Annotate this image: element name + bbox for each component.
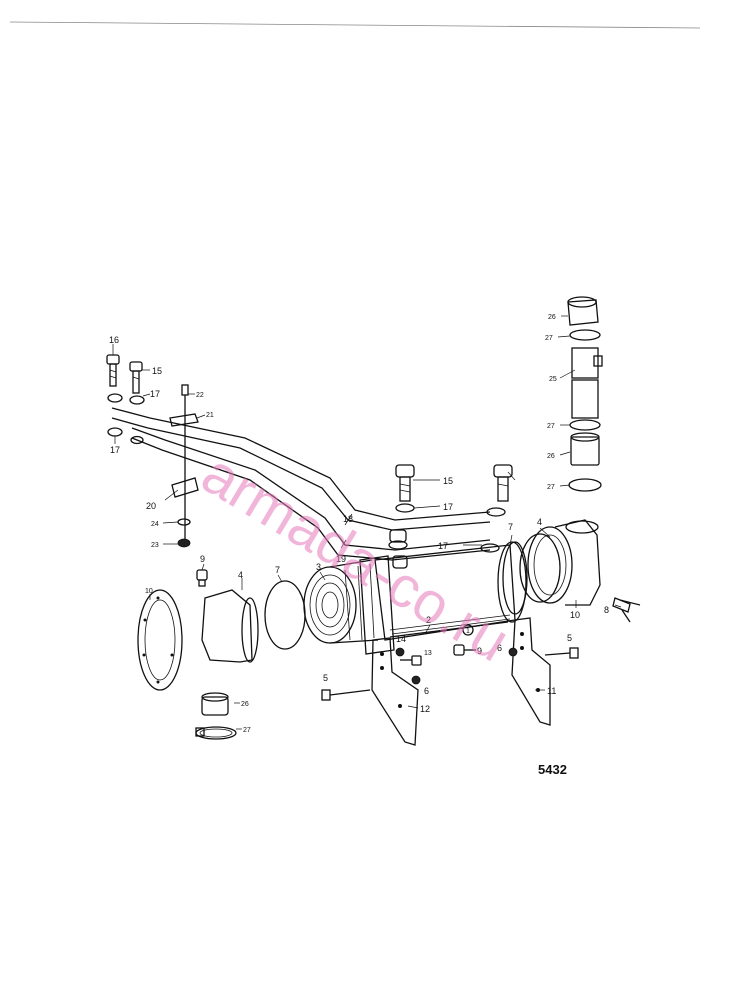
figure-number: 5432 bbox=[538, 762, 567, 777]
o-ring-7-right bbox=[502, 541, 528, 615]
label-3: 3 bbox=[316, 562, 321, 572]
hose-26-middle bbox=[570, 432, 600, 466]
washer-17-b bbox=[107, 427, 123, 437]
hose-clamp-27-a bbox=[569, 329, 601, 341]
label-9-right: 9 bbox=[477, 646, 482, 656]
elbow-4-right bbox=[527, 519, 601, 606]
hose-clamp-27-b bbox=[569, 419, 601, 431]
banjo-bolt-15-center-b bbox=[493, 464, 513, 502]
banjo-bolt-16 bbox=[106, 354, 120, 387]
banjo-bolt-15-center-a bbox=[395, 464, 415, 502]
washer-17-g bbox=[388, 540, 408, 550]
label-22: 22 bbox=[196, 392, 204, 399]
label-21: 21 bbox=[206, 412, 214, 419]
label-6-right: 6 bbox=[497, 643, 502, 653]
label-4-left: 4 bbox=[238, 570, 243, 580]
drain-plug-9-left bbox=[196, 569, 208, 587]
label-27-a: 27 bbox=[545, 335, 553, 342]
label-4-right: 4 bbox=[537, 517, 542, 527]
part-labels: 16 15 17 17 22 21 20 24 23 15 17 17 18 1… bbox=[109, 314, 609, 734]
label-2: 2 bbox=[426, 615, 431, 625]
label-27-b: 27 bbox=[547, 423, 555, 430]
hose-clamp-27-bottom bbox=[195, 726, 237, 740]
label-25: 25 bbox=[549, 376, 557, 383]
gasket-10-right bbox=[519, 533, 561, 603]
connector-pipe-25 bbox=[571, 347, 603, 419]
nut-6-right bbox=[508, 647, 518, 657]
label-26-bottom: 26 bbox=[241, 701, 249, 708]
label-17-a: 17 bbox=[150, 389, 160, 399]
label-11: 11 bbox=[547, 686, 556, 696]
drain-cock-8 bbox=[612, 597, 641, 623]
clamp-assembly bbox=[169, 384, 199, 548]
nut-6-left bbox=[411, 675, 421, 685]
label-16: 16 bbox=[109, 335, 119, 345]
label-18: 18 bbox=[343, 514, 353, 524]
support-bracket-12 bbox=[371, 637, 419, 746]
bolt-13 bbox=[400, 655, 422, 666]
label-27-c: 27 bbox=[547, 484, 555, 491]
label-15-left: 15 bbox=[152, 366, 162, 376]
label-23: 23 bbox=[151, 542, 159, 549]
label-1: 1 bbox=[466, 628, 470, 635]
banjo-bolt-15-left bbox=[129, 361, 143, 394]
label-5-right: 5 bbox=[567, 633, 572, 643]
label-27-bottom: 27 bbox=[243, 727, 251, 734]
label-9-left: 9 bbox=[200, 554, 205, 564]
nut-14 bbox=[395, 647, 405, 657]
label-17-b: 17 bbox=[110, 445, 120, 455]
label-7-left: 7 bbox=[275, 565, 280, 575]
washer-17-f bbox=[486, 507, 506, 517]
label-24: 24 bbox=[151, 521, 159, 528]
scan-top-edge bbox=[9, 21, 701, 29]
label-20: 20 bbox=[146, 501, 156, 511]
label-12: 12 bbox=[420, 704, 430, 714]
label-26-middle: 26 bbox=[547, 453, 555, 460]
label-8: 8 bbox=[604, 605, 609, 615]
label-10-left: 10 bbox=[145, 588, 153, 595]
washer-17-a bbox=[107, 393, 123, 403]
body-flange bbox=[359, 555, 395, 655]
label-17-d: 17 bbox=[438, 541, 448, 551]
label-15-center: 15 bbox=[443, 476, 453, 486]
banjo-fitting-b bbox=[392, 555, 408, 569]
hose-26-bottom bbox=[201, 692, 229, 716]
washer-17-c bbox=[129, 395, 145, 405]
support-bracket-11 bbox=[511, 617, 551, 726]
bolt-5-left bbox=[321, 689, 371, 701]
label-5-left: 5 bbox=[323, 673, 328, 683]
banjo-fitting-a bbox=[389, 529, 407, 543]
leader-lines bbox=[112, 315, 622, 730]
bolt-5-right bbox=[544, 647, 579, 659]
end-cover-4-left bbox=[201, 589, 259, 663]
hose-clamp-27-c bbox=[568, 478, 602, 492]
label-6-left: 6 bbox=[424, 686, 429, 696]
label-14: 14 bbox=[396, 634, 406, 644]
label-26-top: 26 bbox=[548, 314, 556, 321]
o-ring-7-left bbox=[264, 580, 306, 650]
gasket-10-left bbox=[137, 589, 183, 691]
tube-stack bbox=[303, 559, 379, 644]
label-19: 19 bbox=[336, 554, 346, 564]
label-13: 13 bbox=[424, 650, 432, 657]
washer-17-d bbox=[130, 435, 144, 445]
label-10-right: 10 bbox=[570, 610, 580, 620]
hose-26-top bbox=[567, 296, 599, 326]
washer-17-e bbox=[395, 503, 415, 513]
reference-mark-1 bbox=[462, 624, 474, 636]
label-7-right: 7 bbox=[508, 522, 513, 532]
label-17-c: 17 bbox=[443, 502, 453, 512]
